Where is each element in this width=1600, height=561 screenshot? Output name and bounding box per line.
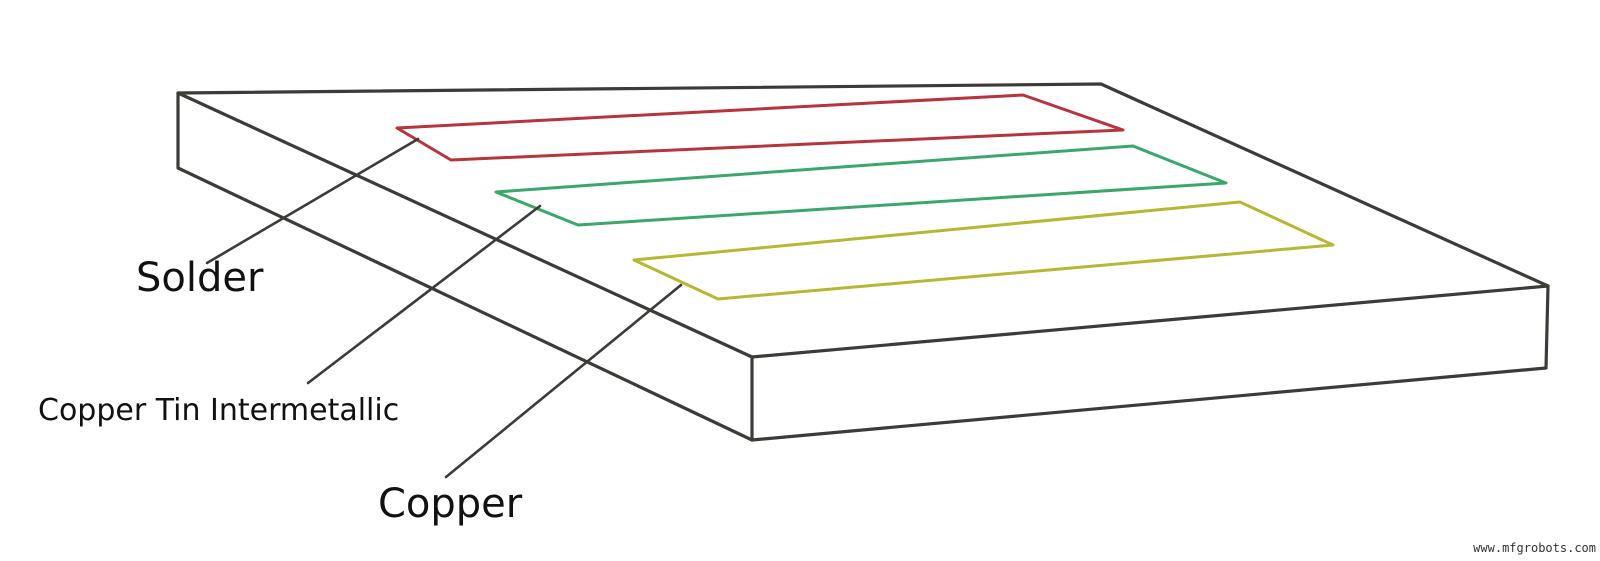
board-slab: [176, 82, 1550, 442]
board-left-edge: [176, 91, 754, 442]
copper-tin-intermetallic-label: Copper Tin Intermetallic: [38, 393, 400, 428]
intermetallic-leader-line: [306, 204, 542, 385]
solder-label: Solder: [136, 255, 264, 301]
intermetallic-strip: [494, 144, 1228, 227]
solder-strip: [395, 93, 1125, 162]
copper-leader-line: [444, 283, 683, 479]
copper-label: Copper: [378, 481, 523, 527]
watermark-text: www.mfgrobots.com: [1473, 541, 1596, 555]
solder-leader-line: [205, 137, 420, 265]
board-front-face: [750, 284, 1550, 442]
copper-strip: [632, 200, 1335, 301]
board-top-face: [176, 82, 1550, 359]
